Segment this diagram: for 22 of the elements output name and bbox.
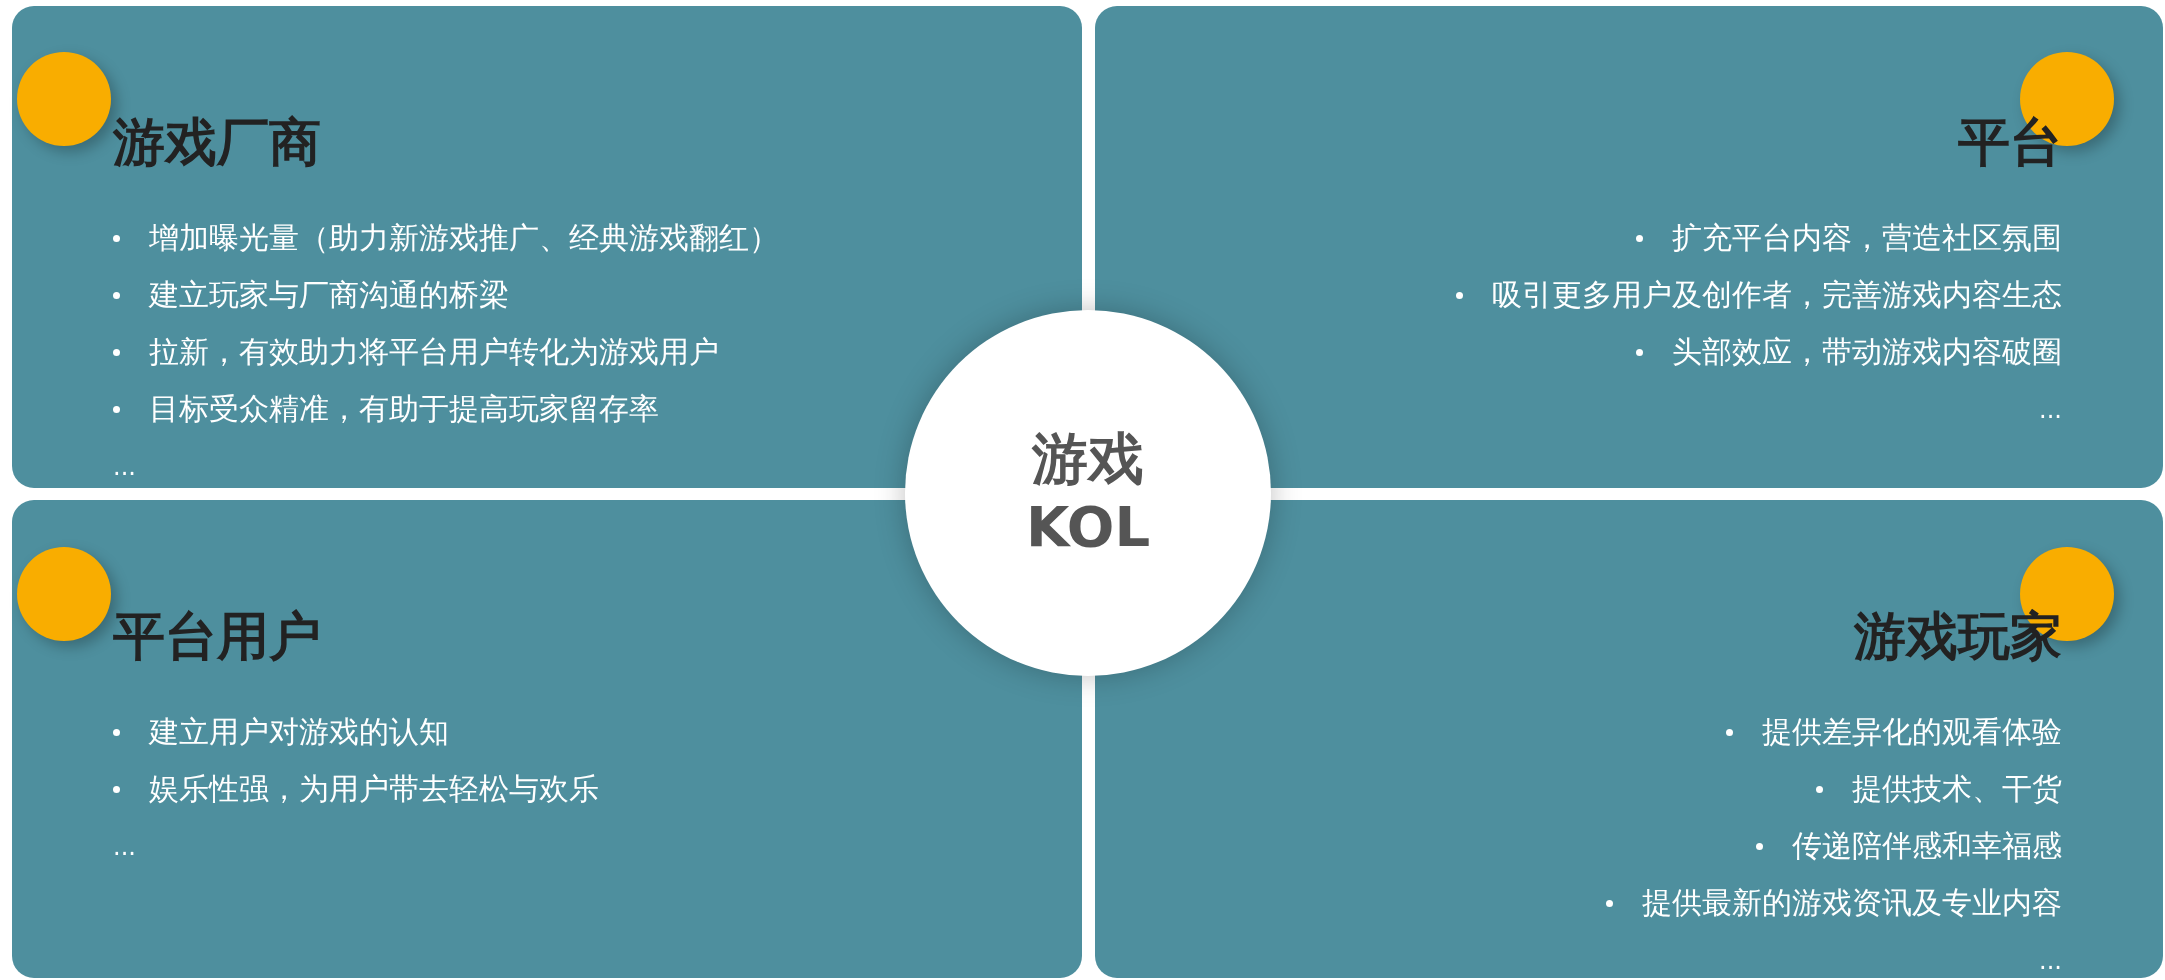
- ellipsis-text: ...: [113, 452, 136, 481]
- panel-heading: 游戏厂商: [113, 111, 321, 174]
- bullet-text: 提供技术、干货: [1852, 770, 2062, 808]
- bullet-text: 建立玩家与厂商沟通的桥梁: [149, 276, 509, 314]
- center-label: 游戏 KOL: [1024, 425, 1152, 561]
- bullet-text: 传递陪伴感和幸福感: [1792, 827, 2062, 865]
- bullet-text: 拉新，有效助力将平台用户转化为游戏用户: [149, 333, 719, 371]
- ellipsis-text: ...: [2039, 946, 2062, 975]
- ellipsis-text: ...: [113, 832, 136, 861]
- bullet-text: 头部效应，带动游戏内容破圈: [1672, 333, 2062, 371]
- bullet-text: 目标受众精准，有助于提高玩家留存率: [149, 390, 659, 428]
- bullet-text: 建立用户对游戏的认知: [149, 713, 449, 751]
- panel-heading: 游戏玩家: [1854, 605, 2062, 668]
- bullet-text: 扩充平台内容，营造社区氛围: [1672, 219, 2062, 257]
- bullet-text: 吸引更多用户及创作者，完善游戏内容生态: [1492, 276, 2062, 314]
- bullet-text: 增加曝光量（助力新游戏推广、经典游戏翻红）: [149, 219, 779, 257]
- bullet-text: 提供差异化的观看体验: [1762, 713, 2062, 751]
- bullet-text: 提供最新的游戏资讯及专业内容: [1642, 884, 2062, 922]
- panel-heading: 平台: [1958, 111, 2062, 174]
- ellipsis-text: ...: [2039, 395, 2062, 424]
- panel-heading: 平台用户: [113, 605, 321, 668]
- bullet-text: 娱乐性强，为用户带去轻松与欢乐: [149, 770, 599, 808]
